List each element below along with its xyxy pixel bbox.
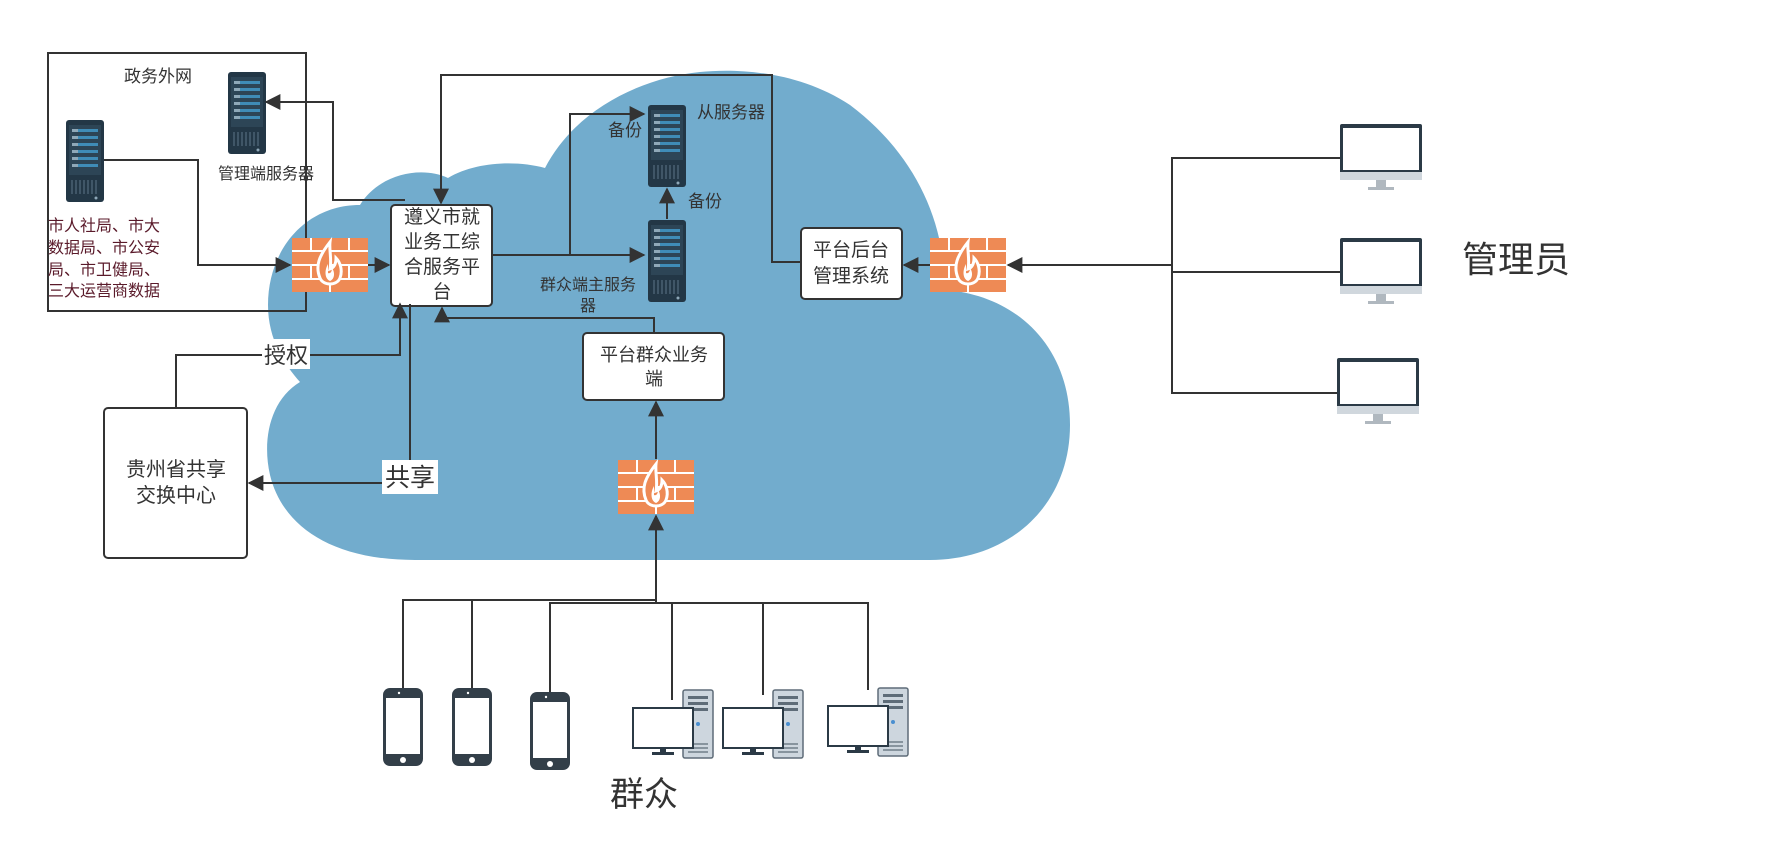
master-server-label: 群众端主服务 器 [540,275,636,315]
public-client-label: 平台群众业务 端 [600,345,708,390]
svg-text:交换中心: 交换中心 [136,483,216,507]
master-server-icon [647,219,687,303]
backup-label-mid: 备份 [688,192,722,212]
backend-management-label: 平台后台 管理系统 [813,239,889,287]
svg-text:市人社局、市大: 市人社局、市大 [48,216,160,235]
admin-monitor-1-icon [1340,124,1422,190]
svg-text:贵州省共享: 贵州省共享 [126,457,226,481]
connectors [104,74,1340,700]
phone-2-icon [452,688,492,766]
gov-extranet-label: 政务外网 [124,67,192,87]
svg-text:端: 端 [645,369,663,390]
firewall-left-icon [290,236,370,294]
svg-text:局、市卫健局、: 局、市卫健局、 [48,260,160,279]
admin-label: 管理员 [1462,240,1570,281]
gov-extranet-boundary [47,52,307,312]
backend-management-box [800,227,903,300]
svg-text:管理系统: 管理系统 [813,265,889,287]
admin-monitor-3-icon [1337,358,1419,424]
slave-server-icon [647,104,687,188]
data-source-server-icon [65,119,105,203]
employment-platform-label: 遵义市就 业务工综 合服务平 台 [404,206,480,303]
admin-monitor-2-icon [1340,238,1422,304]
svg-text:合服务平: 合服务平 [404,256,480,278]
public-label: 群众 [610,775,678,815]
svg-text:台: 台 [432,281,451,303]
share-label: 共享 [385,463,435,492]
data-sources-label: 市人社局、市大 数据局、市公安 局、市卫健局、 三大运营商数据 [48,216,160,300]
exchange-center-label: 贵州省共享 交换中心 [126,457,226,507]
desktop-3-icon [827,687,909,757]
slave-server-label: 从服务器 [697,103,765,123]
firewall-right-icon [928,236,1008,294]
svg-text:三大运营商数据: 三大运营商数据 [48,281,160,300]
desktop-1-icon [632,689,714,759]
svg-text:数据局、市公安: 数据局、市公安 [48,238,160,257]
svg-text:业务工综: 业务工综 [404,231,480,253]
svg-text:平台后台: 平台后台 [813,239,889,261]
svg-text:群众端主服务: 群众端主服务 [540,275,636,294]
share-label-bg [382,460,438,494]
backup-label-top: 备份 [608,121,642,141]
authorize-label-bg [262,339,310,369]
admin-server-icon [227,71,267,155]
svg-text:器: 器 [580,296,596,315]
authorize-label: 授权 [264,344,308,369]
admin-server-label: 管理端服务器 [218,164,314,183]
firewall-bottom-icon [616,458,696,516]
cloud-background [267,70,1070,560]
desktop-2-icon [722,689,804,759]
phone-1-icon [383,688,423,766]
phone-3-icon [530,692,570,770]
svg-text:平台群众业务: 平台群众业务 [600,345,708,366]
svg-text:遵义市就: 遵义市就 [404,206,480,228]
